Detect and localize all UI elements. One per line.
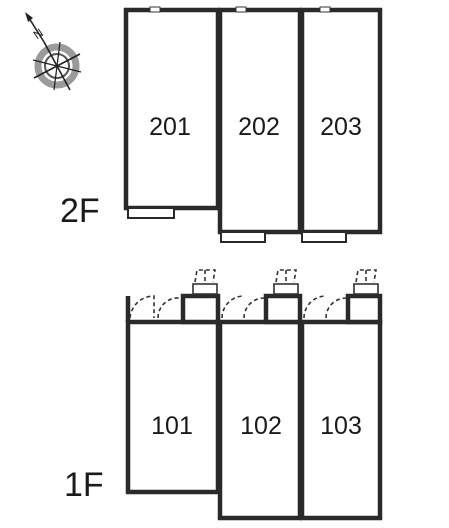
unit-201 [123, 7, 221, 211]
unit-203 [299, 7, 383, 235]
unit-label-203: 203 [320, 113, 362, 141]
unit-103 [299, 319, 383, 521]
floor-2f: 201 202 203 [123, 6, 383, 243]
unit-label-101: 101 [151, 412, 193, 440]
floor-label-1f: 1F [64, 466, 104, 504]
entrance-fixture-102 [273, 269, 299, 295]
floor-label-2f: 2F [60, 192, 100, 230]
floor-1f: 101 102 103 [125, 269, 383, 521]
unit-label-102: 102 [240, 412, 282, 440]
unit-101 [125, 319, 221, 495]
unit-label-201: 201 [149, 113, 191, 141]
entrance-fixture-103 [353, 269, 379, 295]
compass-north-label: N [31, 26, 46, 42]
unit-label-103: 103 [320, 412, 362, 440]
balcony-203 [301, 231, 347, 243]
unit-102 [217, 319, 303, 521]
entrance-fixture-101 [192, 269, 218, 295]
balcony-202 [220, 231, 266, 243]
compass-icon: N [25, 12, 82, 91]
balcony-201 [127, 207, 175, 219]
unit-label-202: 202 [238, 113, 280, 141]
